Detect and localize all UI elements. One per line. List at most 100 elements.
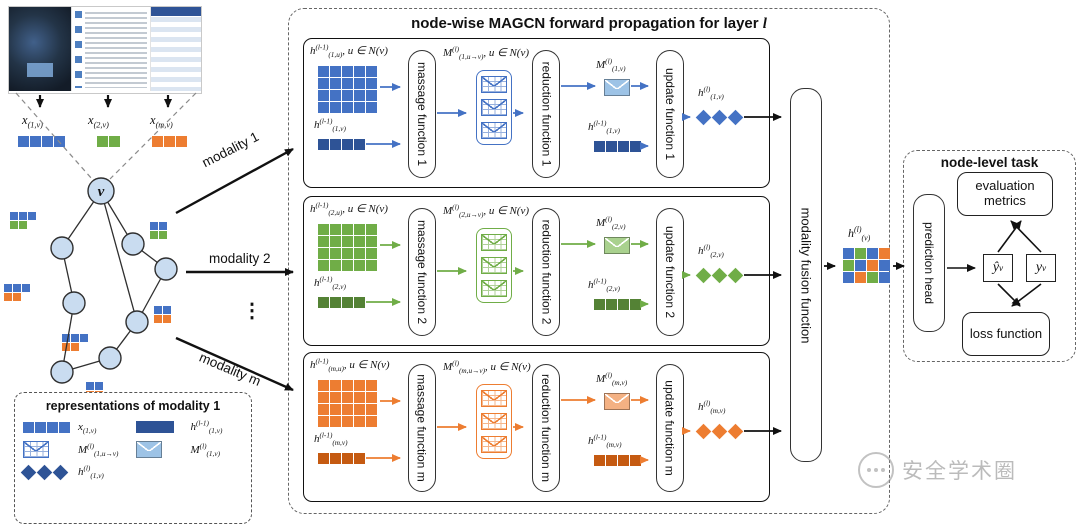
updated-feature-diamonds — [695, 267, 744, 284]
input-xm-label: x(m,v) — [150, 113, 173, 130]
reduced-message-envelope-icon — [604, 393, 630, 410]
node-level-task-title: node-level task — [940, 155, 1039, 170]
modality-arrows — [175, 147, 294, 392]
neighbor-features-label: h(l-1)(1,u), u ∈ N(v) — [310, 43, 388, 60]
ellipsis-dots: ⋮ — [242, 300, 262, 322]
node-attributes-cluster — [4, 284, 30, 301]
reduction-function-label: reduction function 2 — [539, 219, 553, 325]
message-envelope-icon — [481, 280, 507, 297]
input-x2-label: x(2,v) — [88, 113, 109, 130]
updated-feature-label: h(l)(m,v) — [698, 399, 726, 416]
watermark-logo-icon — [858, 452, 894, 488]
message-stack — [476, 228, 512, 303]
legend-reduced-message-label: M(l)(1,v) — [190, 441, 221, 458]
modality-1-arrow-label: modality 1 — [199, 128, 262, 171]
modality-fusion-box: modality fusion function — [790, 88, 822, 462]
input-x1-label: x(1,v) — [22, 113, 43, 130]
reduced-message-label: M(l)(1,v) — [596, 57, 626, 74]
neighbor-features-grid — [318, 380, 377, 427]
message-envelope-icon — [481, 390, 507, 407]
message-envelope-icon — [23, 441, 49, 458]
self-feature-label: h(l-1)(m,v) — [588, 433, 622, 450]
massage-function-label: massage function m — [415, 374, 430, 482]
source-data-collage — [8, 6, 202, 94]
reduced-message-label: M(l)(m,v) — [596, 371, 628, 388]
updated-feature-diamonds — [695, 109, 744, 126]
update-function-label: update function 1 — [663, 67, 678, 161]
node-attributes-cluster — [62, 334, 88, 351]
neighbor-features-grid — [318, 224, 377, 271]
evaluation-metrics-box: evaluation metrics — [957, 172, 1053, 216]
message-envelope-icon — [481, 413, 507, 430]
reduced-message-label: M(l)(2,v) — [596, 215, 626, 232]
massage-function-box: massage function 1 — [408, 50, 436, 178]
massage-function-box: massage function 2 — [408, 208, 436, 336]
watermark: 安全学术圈 — [858, 452, 1017, 488]
prediction-head-box: prediction head — [913, 194, 945, 332]
self-feature-label: h(l-1)(1,v) — [588, 119, 620, 136]
reduced-message-envelope-icon — [604, 79, 630, 96]
h-out-swatch — [20, 464, 69, 480]
pipeline-modality-1: h(l-1)(1,u), u ∈ N(v) h(l-1)(1,v) massag… — [303, 38, 770, 188]
reduction-function-box: reduction function 2 — [532, 208, 560, 336]
reduced-message-envelope-icon — [604, 237, 630, 254]
loss-function-box: loss function — [962, 312, 1050, 356]
update-function-label: update function 2 — [663, 225, 678, 319]
updated-feature-label: h(l)(1,v) — [698, 85, 724, 102]
update-function-box: update function m — [656, 364, 684, 492]
messages-label: M(l)(m,u→v), u ∈ N(v) — [443, 359, 531, 376]
graph-nodes — [50, 177, 178, 384]
message-envelope-icon — [481, 234, 507, 251]
self-feature-label: h(l-1)(2,v) — [588, 277, 620, 294]
node-feature-row — [318, 297, 365, 308]
source-arrows — [36, 95, 172, 108]
self-feature-row — [594, 299, 641, 310]
node-attributes-cluster — [10, 212, 36, 229]
data-table-snippet — [150, 7, 201, 91]
message-stack — [476, 70, 512, 145]
node-feature-label: h(l-1)(m,v) — [314, 431, 348, 448]
message-envelope-icon — [481, 122, 507, 139]
legend-row: h(l)(1,v) — [20, 464, 243, 481]
legend-h-out-label: h(l)(1,v) — [78, 464, 104, 481]
reduction-function-box: reduction function m — [532, 364, 560, 492]
input-x2-squares — [97, 136, 120, 147]
massage-function-label: massage function 1 — [415, 61, 429, 167]
legend-title: representations of modality 1 — [45, 399, 221, 413]
fused-feature-label: h(l)(v) — [848, 225, 871, 243]
message-envelope-icon — [481, 436, 507, 453]
message-envelope-icon — [481, 99, 507, 116]
legend-x-label: x(1,v) — [78, 421, 97, 436]
legend-box: representations of modality 1 x(1,v) h(l… — [14, 392, 252, 524]
massage-function-box: massage function m — [408, 364, 436, 492]
update-function-box: update function 1 — [656, 50, 684, 178]
fused-feature-grid — [843, 248, 890, 283]
h-prev-swatch — [135, 421, 174, 433]
node-attributes-cluster — [154, 306, 171, 323]
messages-label: M(l)(2,u→v), u ∈ N(v) — [443, 203, 530, 220]
node-v-label: v — [98, 184, 105, 200]
message-stack — [476, 384, 512, 459]
neighbor-features-label: h(l-1)(m,u), u ∈ N(v) — [310, 357, 390, 374]
pipeline-modality-m: h(l-1)(m,u), u ∈ N(v) h(l-1)(m,v) massag… — [303, 352, 770, 502]
x-swatch — [23, 421, 70, 433]
update-function-box: update function 2 — [656, 208, 684, 336]
input-xm-squares — [152, 136, 187, 147]
update-function-label: update function m — [663, 380, 677, 476]
updated-feature-label: h(l)(2,v) — [698, 243, 724, 260]
pipeline-modality-2: h(l-1)(2,u), u ∈ N(v) h(l-1)(2,v) massag… — [303, 196, 770, 346]
self-feature-row — [594, 455, 641, 466]
modality-m-arrow-label: modality m — [197, 349, 264, 389]
legend-row: M(l)(1,u→v) M(l)(1,v) — [23, 441, 243, 458]
watermark-text: 安全学术圈 — [902, 460, 1017, 483]
neighbor-features-grid — [318, 66, 377, 113]
reduced-message-envelope-icon — [135, 441, 162, 458]
message-envelope-icon — [481, 257, 507, 274]
legend-message-label: M(l)(1,u→v) — [78, 441, 119, 458]
node-feature-label: h(l-1)(1,v) — [314, 117, 346, 134]
legend-h-in-label: h(l-1)(1,v) — [190, 419, 223, 436]
reduction-function-label: reduction function m — [539, 373, 553, 483]
node-feature-row — [318, 453, 365, 464]
